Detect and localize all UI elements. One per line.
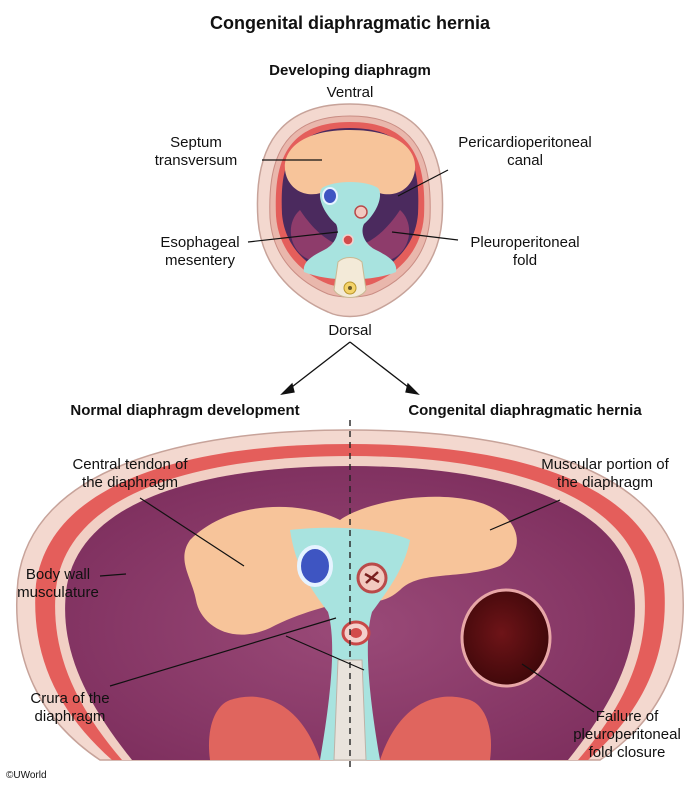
cdh-heading: Congenital diaphragmatic hernia [408, 402, 642, 419]
label-esophageal-mesentery: Esophageal mesentery [160, 234, 240, 269]
mesentery-shape [303, 182, 397, 280]
label-pericardioperitoneal-canal: Pericardioperitoneal canal [458, 134, 592, 169]
label-failure-closure: Failure of pleuroperitoneal fold closure [573, 708, 681, 761]
label-muscular-portion: Muscular portion of the diaphragm [541, 456, 669, 491]
page-title: Congenital diaphragmatic hernia [209, 13, 491, 33]
septum-transversum-shape [284, 130, 416, 195]
psoas-left [208, 696, 320, 760]
top-panel-heading: Developing diaphragm [269, 62, 431, 79]
ivc-vessel [297, 545, 333, 587]
vessel-top [322, 187, 338, 205]
label-crura: Crura of the diaphragm [30, 690, 110, 725]
leader-central-tendon [139, 497, 245, 567]
label-central-tendon: Central tendon of the diaphragm [72, 456, 188, 491]
label-pleuroperitoneal-fold: Pleuroperitoneal fold [470, 234, 580, 269]
psoas-right [380, 696, 492, 760]
vertebra-top [333, 257, 367, 298]
copyright-text: ©UWorld [6, 770, 47, 781]
label-body-wall-musculature: Body wall musculature [17, 566, 99, 601]
hernia-defect [460, 588, 552, 688]
leader-pleuro [391, 231, 459, 241]
diaphragm-figure [16, 420, 684, 770]
transition-arrows [280, 341, 420, 395]
normal-development-heading: Normal diaphragm development [70, 402, 300, 419]
leader-muscular [489, 499, 561, 531]
leader-crura-1 [109, 617, 337, 687]
leader-body-wall [99, 573, 127, 577]
esophagus-top [354, 205, 368, 219]
label-septum-transversum: Septum transversum [154, 134, 238, 169]
leader-failure [521, 663, 595, 713]
developing-diaphragm-figure [247, 103, 459, 318]
leader-crura-2 [285, 635, 365, 671]
ventral-label: Ventral [326, 84, 374, 101]
leader-esophageal [247, 231, 339, 243]
leader-pericardio [397, 169, 449, 197]
dorsal-label: Dorsal [328, 322, 372, 339]
aorta-top [342, 234, 354, 246]
